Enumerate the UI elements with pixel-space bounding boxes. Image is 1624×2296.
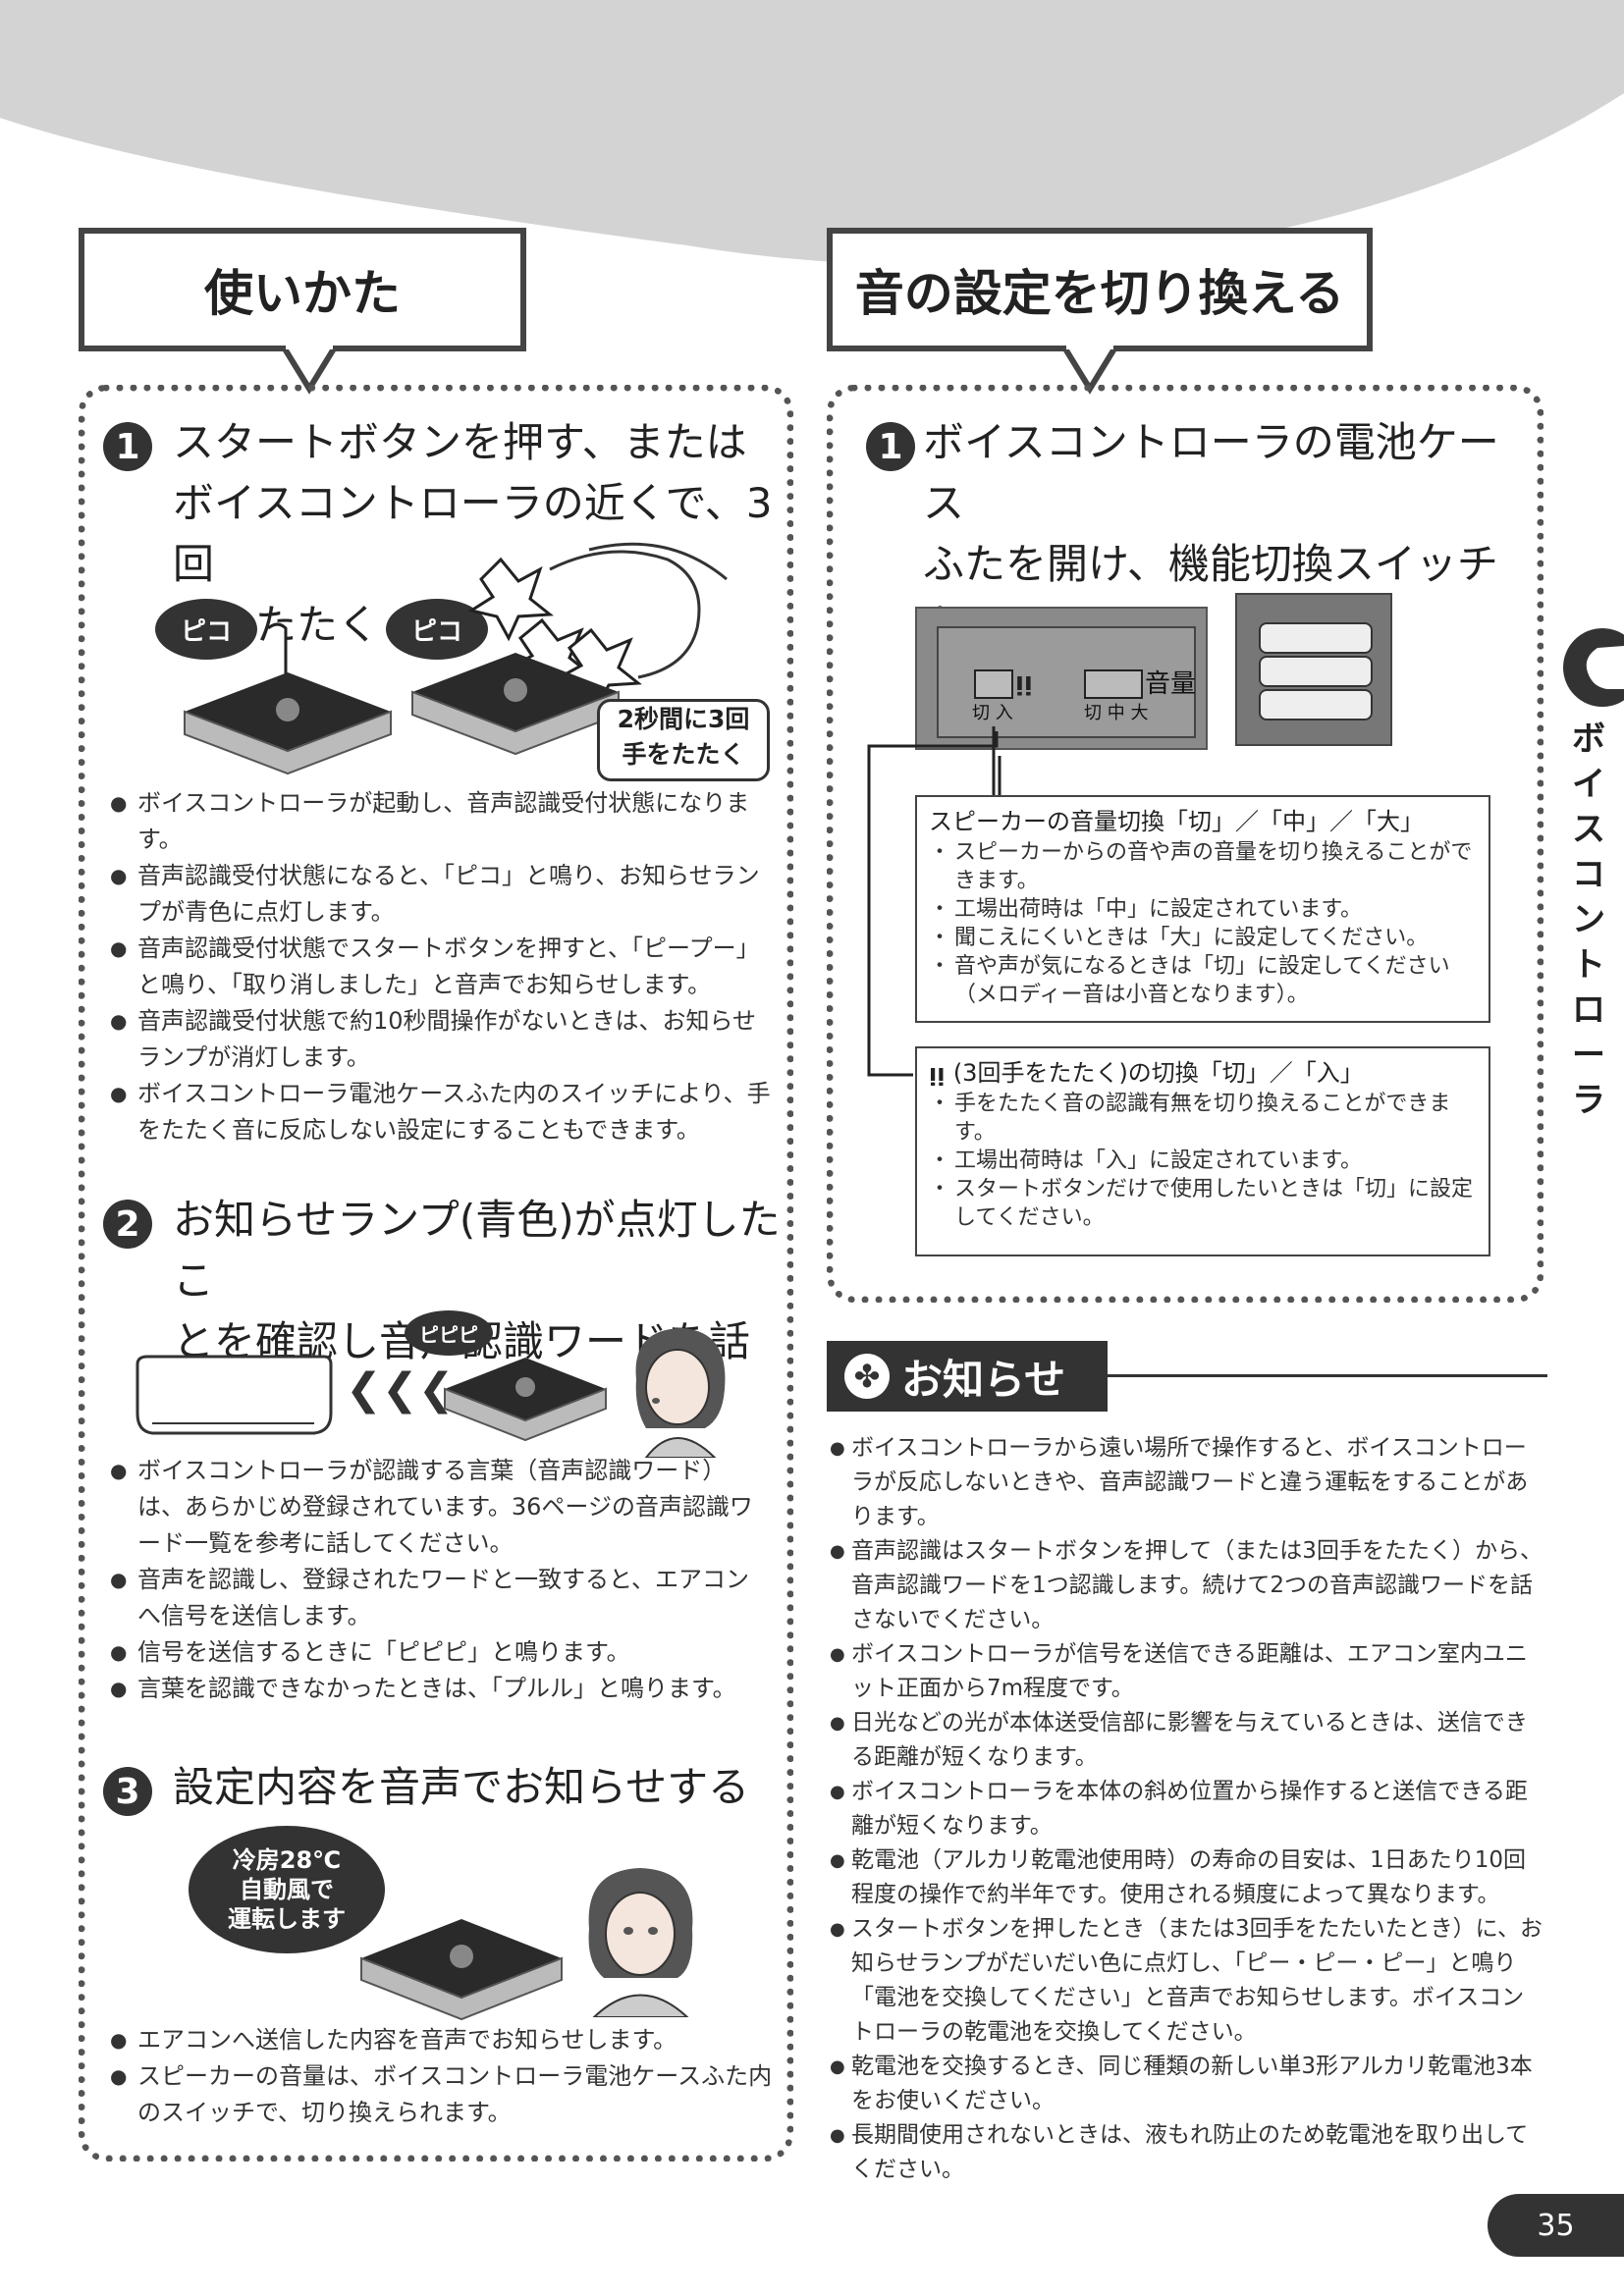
side-tab-label: ボ イ ス コ ン ト ロ ー ラ xyxy=(1572,720,1605,1120)
announcement-bubble: 冷房28℃ 自動風で 運転します xyxy=(189,1826,385,1953)
list-item: 音声認識受付状態になると、「ピコ」と鳴り、お知らせランプが青色に点灯します。 xyxy=(110,858,773,931)
list-item: スピーカーからの音や声の音量を切り換えることができます。 xyxy=(929,838,1477,895)
step3-heading: 設定内容を音声でお知らせする xyxy=(173,1763,750,1811)
speaking-face-icon xyxy=(1563,628,1624,707)
clap-label-box: 2秒間に3回 手をたたく xyxy=(597,699,770,781)
list-item: スピーカーの音量は、ボイスコントローラ電池ケースふた内のスイッチで、切り換えられ… xyxy=(110,2058,773,2131)
list-item: 乾電池（アルカリ乾電池使用時）の寿命の目安は、1日あたり10回程度の操作で約半年… xyxy=(830,1843,1546,1912)
list-item: スタートボタンだけで使用したいときは「切」に設定してください。 xyxy=(929,1175,1477,1232)
volume-box-title: スピーカーの音量切換「切」／「中」／「大」 xyxy=(929,808,1424,835)
notice-header: ✤ お知らせ xyxy=(827,1341,1108,1412)
list-item: ボイスコントローラが認識する言葉（音声認識ワード）は、あらかじめ登録されています… xyxy=(110,1453,773,1562)
notice-list: ボイスコントローラから遠い場所で操作すると、ボイスコントローラが反応しないときや… xyxy=(830,1431,1546,2187)
signal-arrows-icon: ❮❮❮ xyxy=(346,1364,455,1415)
list-item: 日光などの光が本体送受信部に影響を与えているときは、送信できる距離が短くなります… xyxy=(830,1706,1546,1775)
step2-number-badge: 2 xyxy=(103,1200,152,1249)
right-section-title: 音の設定を切り換える xyxy=(827,228,1373,351)
list-item: 長期間使用されないときは、液もれ防止のため乾電池を取り出してください。 xyxy=(830,2118,1546,2187)
battery-case-photo xyxy=(1235,593,1392,746)
air-conditioner-illustration xyxy=(135,1355,333,1435)
woman-speaking-illustration xyxy=(635,1328,726,1458)
clap-box-list: 手をたたく音の認識有無を切り換えることができます。 工場出荷時は「入」に設定され… xyxy=(929,1090,1477,1232)
pipipi-bubble: ピピピ xyxy=(405,1310,493,1356)
list-item: 乾電池を交換するとき、同じ種類の新しい単3形アルカリ乾電池3本をお使いください。 xyxy=(830,2050,1546,2118)
volume-switch[interactable] xyxy=(1084,669,1143,699)
list-item: 工場出荷時は「中」に設定されています。 xyxy=(929,895,1477,924)
list-item: ボイスコントローラが信号を送信できる距離は、エアコン室内ユニット正面から7m程度… xyxy=(830,1637,1546,1706)
list-item: 手をたたく音の認識有無を切り換えることができます。 xyxy=(929,1090,1477,1147)
clap-switch-info-box: ᴉᴉ (3回手をたたく)の切換「切」／「入」 手をたたく音の認識有無を切り換える… xyxy=(915,1046,1490,1256)
list-item: ボイスコントローラ電池ケースふた内のスイッチにより、手をたたく音に反応しない設定… xyxy=(110,1076,773,1148)
list-item: 信号を送信するときに「ピピピ」と鳴ります。 xyxy=(110,1634,773,1671)
right-title-pointer xyxy=(1060,346,1119,395)
step1-number-badge: 1 xyxy=(103,422,152,471)
woman-listening-illustration xyxy=(588,1868,693,2017)
list-item: 聞こえにくいときは「大」に設定してください。 xyxy=(929,924,1477,952)
voice-controller-illustration-3 xyxy=(360,1919,563,2021)
switch-panel-photo: ᴉᴉ 音量 切 入 切 中 大 xyxy=(915,607,1208,750)
pico-bubble-2: ピコ xyxy=(386,599,488,660)
step1-heading: スタートボタンを押す、または ボイスコントローラの近くで、3回 手をたたく xyxy=(173,418,773,649)
list-item: 音声認識受付状態で約10秒間操作がないときは、お知らせランプが消灯します。 xyxy=(110,1003,773,1076)
list-item: 音や声が気になるときは「切」に設定してください（メロディー音は小音となります）。 xyxy=(929,952,1477,1009)
volume-switch-positions: 切 中 大 xyxy=(1084,703,1149,723)
volume-switch-label: 音量 xyxy=(1145,669,1197,699)
notice-title: お知らせ xyxy=(901,1355,1066,1404)
volume-switch-info-box: スピーカーの音量切換「切」／「中」／「大」 スピーカーからの音や声の音量を切り換… xyxy=(915,795,1490,1023)
right-title-text: 音の設定を切り換える xyxy=(854,265,1345,322)
step2-notes: ボイスコントローラが認識する言葉（音声認識ワード）は、あらかじめ登録されています… xyxy=(110,1453,773,1707)
step2-heading: お知らせランプ(青色)が点灯したこ とを確認し音声認識ワードを話す xyxy=(173,1196,781,1426)
list-item: 音声を認識し、登録されたワードと一致すると、エアコンへ信号を送信します。 xyxy=(110,1562,773,1634)
notice-icon: ✤ xyxy=(844,1354,890,1399)
header-decoration xyxy=(0,0,1624,266)
list-item: 言葉を認識できなかったときは、「プルル」と鳴ります。 xyxy=(110,1671,773,1707)
volume-box-list: スピーカーからの音や声の音量を切り換えることができます。 工場出荷時は「中」に設… xyxy=(929,838,1477,1009)
list-item: ボイスコントローラから遠い場所で操作すると、ボイスコントローラが反応しないときや… xyxy=(830,1431,1546,1534)
notice-divider xyxy=(1108,1374,1547,1377)
voice-controller-illustration-1 xyxy=(184,622,392,775)
voice-controller-clap-illustration xyxy=(411,542,728,756)
left-section-title: 使いかた xyxy=(79,228,526,351)
left-content-frame xyxy=(79,385,793,2162)
step3-notes: エアコンへ送信した内容を音声でお知らせします。 スピーカーの音量は、ボイスコント… xyxy=(110,2022,773,2131)
page-number: 35 xyxy=(1488,2194,1624,2257)
clap-switch[interactable] xyxy=(974,669,1013,699)
battery-3 xyxy=(1259,689,1373,721)
list-item: ボイスコントローラを本体の斜め位置から操作すると送信できる距離が短くなります。 xyxy=(830,1775,1546,1843)
clap-icon: ᴉᴉ xyxy=(929,1059,953,1087)
clap-box-title: ᴉᴉ (3回手をたたく)の切換「切」／「入」 xyxy=(929,1059,1364,1087)
pico-bubble-1: ピコ xyxy=(155,599,257,660)
left-title-pointer xyxy=(280,346,339,395)
list-item: 音声認識はスタートボタンを押して（または3回手をたたく）から、音声認識ワードを1… xyxy=(830,1534,1546,1637)
left-title-text: 使いかた xyxy=(204,265,401,322)
voice-controller-illustration-2 xyxy=(444,1358,607,1442)
list-item: エアコンへ送信した内容を音声でお知らせします。 xyxy=(110,2022,773,2058)
list-item: 工場出荷時は「入」に設定されています。 xyxy=(929,1147,1477,1175)
clap-icon: ᴉᴉ xyxy=(1015,667,1033,697)
right-step1-number-badge: 1 xyxy=(866,422,915,471)
list-item: ボイスコントローラが起動し、音声認識受付状態になります。 xyxy=(110,785,773,858)
clap-switch-positions: 切 入 xyxy=(972,703,1013,723)
list-item: 音声認識受付状態でスタートボタンを押すと、「ピープー」と鳴り、「取り消しました」… xyxy=(110,931,773,1003)
list-item: スタートボタンを押したとき（または3回手をたたいたとき）に、お知らせランプがだい… xyxy=(830,1912,1546,2050)
step1-notes: ボイスコントローラが起動し、音声認識受付状態になります。 音声認識受付状態になる… xyxy=(110,785,773,1148)
battery-2 xyxy=(1259,656,1373,687)
step3-number-badge: 3 xyxy=(103,1767,152,1816)
battery-1 xyxy=(1259,622,1373,654)
right-content-frame xyxy=(827,385,1543,1303)
